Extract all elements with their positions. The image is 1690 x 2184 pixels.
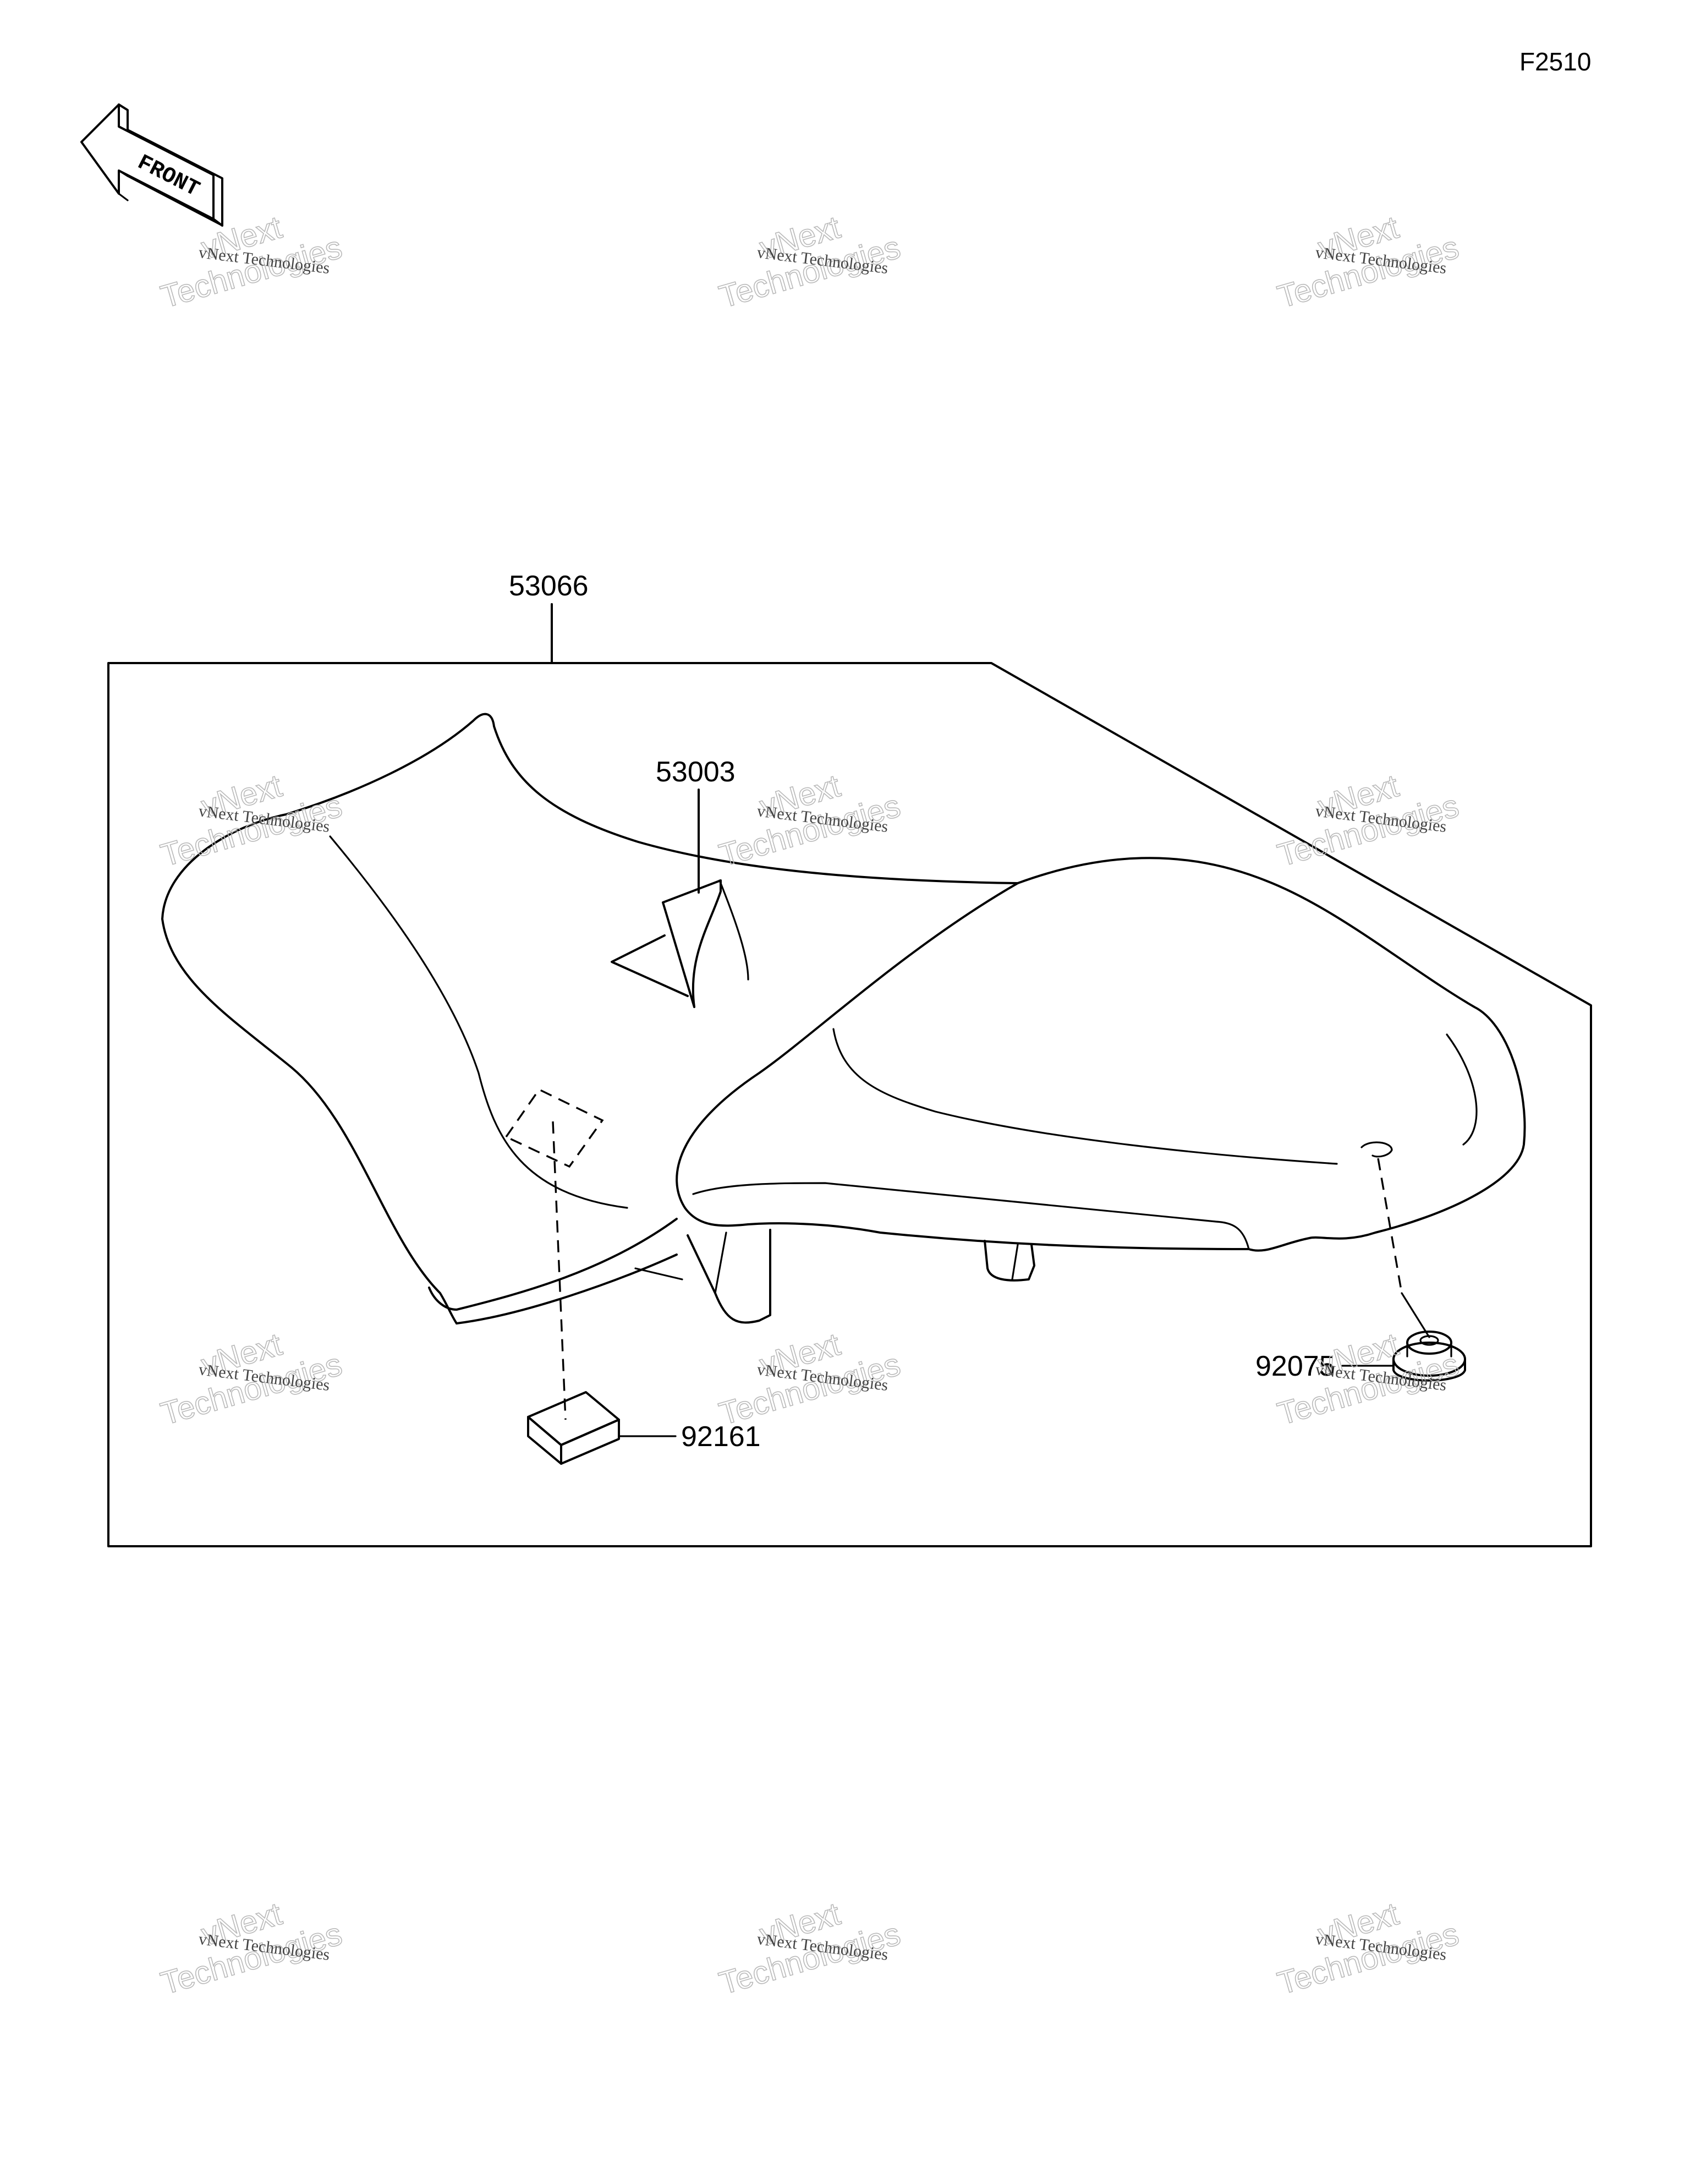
part-label-53066: 53066	[509, 570, 589, 602]
part-label-53003: 53003	[656, 756, 736, 788]
part-92161-illustration	[504, 1088, 677, 1465]
seat-illustration	[161, 713, 1526, 1324]
assembly-frame	[107, 603, 1592, 1547]
part-label-92161: 92161	[681, 1421, 761, 1453]
front-arrow-icon: FRONT	[80, 103, 223, 227]
figure-id: F2510	[1519, 47, 1591, 76]
part-92075-illustration	[1341, 1158, 1466, 1382]
part-label-92075: 92075	[1255, 1350, 1335, 1382]
